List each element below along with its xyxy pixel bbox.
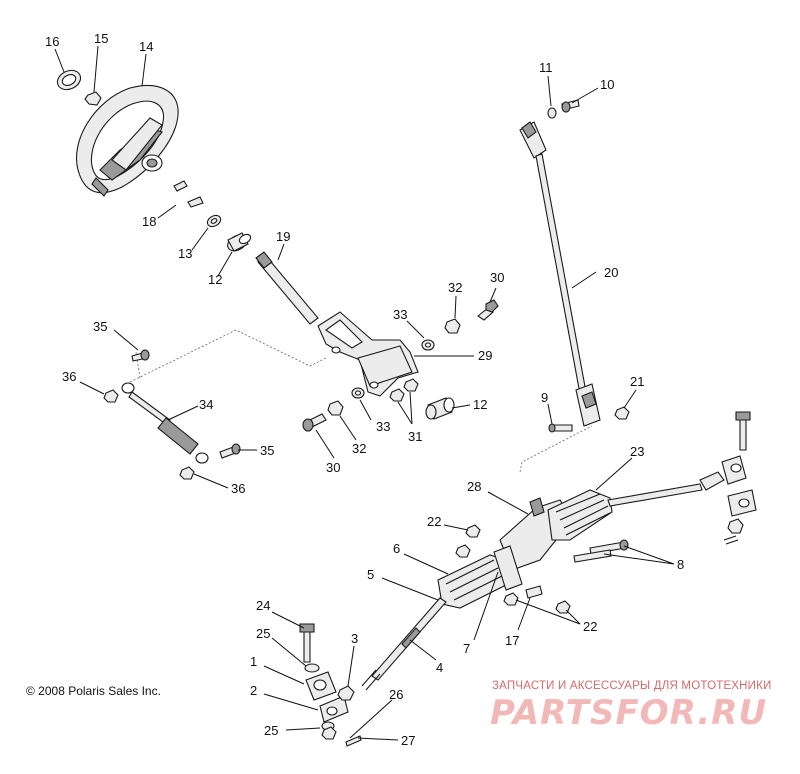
callout-9: 9 bbox=[541, 390, 548, 405]
steering-rack bbox=[361, 483, 703, 691]
callout-29: 29 bbox=[478, 348, 492, 363]
callout-3: 3 bbox=[351, 631, 358, 646]
callout-26: 26 bbox=[389, 687, 403, 702]
cotter-pin bbox=[345, 735, 362, 747]
callout-32-upper: 32 bbox=[448, 280, 462, 295]
callout-36-upper: 36 bbox=[62, 369, 76, 384]
washer-33-lower bbox=[351, 387, 365, 399]
watermark-tagline: ЗАПЧАСТИ И АКСЕССУАРЫ ДЛЯ МОТОТЕХНИКИ bbox=[492, 680, 772, 692]
callout-8: 8 bbox=[677, 557, 684, 572]
steering-shaft bbox=[255, 251, 319, 325]
callout-34: 34 bbox=[199, 397, 213, 412]
callout-18: 18 bbox=[142, 214, 156, 229]
callout-2: 2 bbox=[250, 683, 257, 698]
callout-30-lower: 30 bbox=[326, 460, 340, 475]
callout-11: 11 bbox=[539, 60, 553, 75]
nuts-31 bbox=[389, 378, 419, 402]
tie-rod-end-right bbox=[699, 411, 757, 545]
watermark-logo: PARTSFOR.RU bbox=[490, 693, 768, 733]
callout-4: 4 bbox=[436, 660, 443, 675]
callout-35-lower: 35 bbox=[260, 443, 274, 458]
bolt-30-upper bbox=[477, 299, 499, 321]
callout-28: 28 bbox=[467, 479, 481, 494]
stud-17 bbox=[525, 585, 543, 599]
callout-22-upper: 22 bbox=[427, 514, 441, 529]
wheel-nut bbox=[84, 91, 102, 106]
bushing-lower bbox=[425, 397, 455, 420]
washer-25-upper bbox=[304, 663, 320, 673]
bolt-9 bbox=[548, 423, 573, 433]
callout-24: 24 bbox=[256, 598, 270, 613]
bolt-35-lower bbox=[219, 443, 241, 459]
callout-5: 5 bbox=[367, 567, 374, 582]
callout-13: 13 bbox=[178, 246, 192, 261]
callout-12-upper: 12 bbox=[208, 272, 222, 287]
washer-25-lower bbox=[321, 721, 337, 740]
bolt-10 bbox=[561, 99, 580, 113]
bolt-30-lower bbox=[302, 413, 327, 432]
callout-16: 16 bbox=[45, 34, 59, 49]
callout-19: 19 bbox=[276, 229, 290, 244]
bolt-35-upper bbox=[131, 349, 150, 362]
callout-12-lower: 12 bbox=[473, 397, 487, 412]
callout-21: 21 bbox=[630, 374, 644, 389]
nut-32-upper bbox=[444, 318, 461, 334]
tie-rod-end-left bbox=[305, 671, 349, 723]
washer-33-upper bbox=[421, 339, 435, 351]
callout-23: 23 bbox=[630, 444, 644, 459]
leader-lines bbox=[54, 45, 675, 741]
washer bbox=[206, 214, 222, 228]
intermediate-shaft bbox=[519, 121, 601, 427]
callout-25-upper: 25 bbox=[256, 626, 270, 641]
bushing-upper bbox=[227, 232, 252, 252]
steering-damper bbox=[121, 382, 209, 464]
callout-25-lower: 25 bbox=[264, 723, 278, 738]
callout-20: 20 bbox=[604, 265, 618, 280]
callout-33-upper: 33 bbox=[393, 307, 407, 322]
callout-6: 6 bbox=[393, 541, 400, 556]
callout-7: 7 bbox=[463, 641, 470, 656]
callout-1: 1 bbox=[250, 654, 257, 669]
horn-cap-ring bbox=[56, 69, 82, 91]
nuts-22-upper bbox=[455, 524, 481, 558]
callout-labels: 16 15 14 11 10 18 13 12 19 20 32 30 33 3… bbox=[45, 31, 684, 748]
callout-10: 10 bbox=[600, 77, 614, 92]
callout-30-upper: 30 bbox=[490, 270, 504, 285]
jam-nut-3 bbox=[337, 685, 355, 701]
callout-27: 27 bbox=[401, 733, 415, 748]
callout-14: 14 bbox=[139, 39, 153, 54]
callout-15: 15 bbox=[94, 31, 108, 46]
bolts-8 bbox=[573, 539, 629, 563]
callout-17: 17 bbox=[505, 633, 519, 648]
copyright-notice: © 2008 Polaris Sales Inc. bbox=[26, 684, 161, 698]
callout-31: 31 bbox=[408, 429, 422, 444]
callout-36-lower: 36 bbox=[231, 481, 245, 496]
washer-11 bbox=[547, 107, 557, 119]
nut-36-upper bbox=[103, 389, 119, 403]
nut-21 bbox=[614, 406, 630, 420]
woodruff-keys bbox=[173, 180, 204, 208]
steering-wheel bbox=[76, 84, 179, 197]
nut-36-lower bbox=[179, 466, 195, 480]
nut-32-lower bbox=[327, 400, 344, 416]
steering-column-bracket bbox=[317, 311, 419, 397]
callout-35-upper: 35 bbox=[93, 319, 107, 334]
bolt-24 bbox=[299, 623, 315, 663]
callout-22-lower: 22 bbox=[583, 619, 597, 634]
callout-32-lower: 32 bbox=[352, 441, 366, 456]
callout-33-lower: 33 bbox=[376, 419, 390, 434]
